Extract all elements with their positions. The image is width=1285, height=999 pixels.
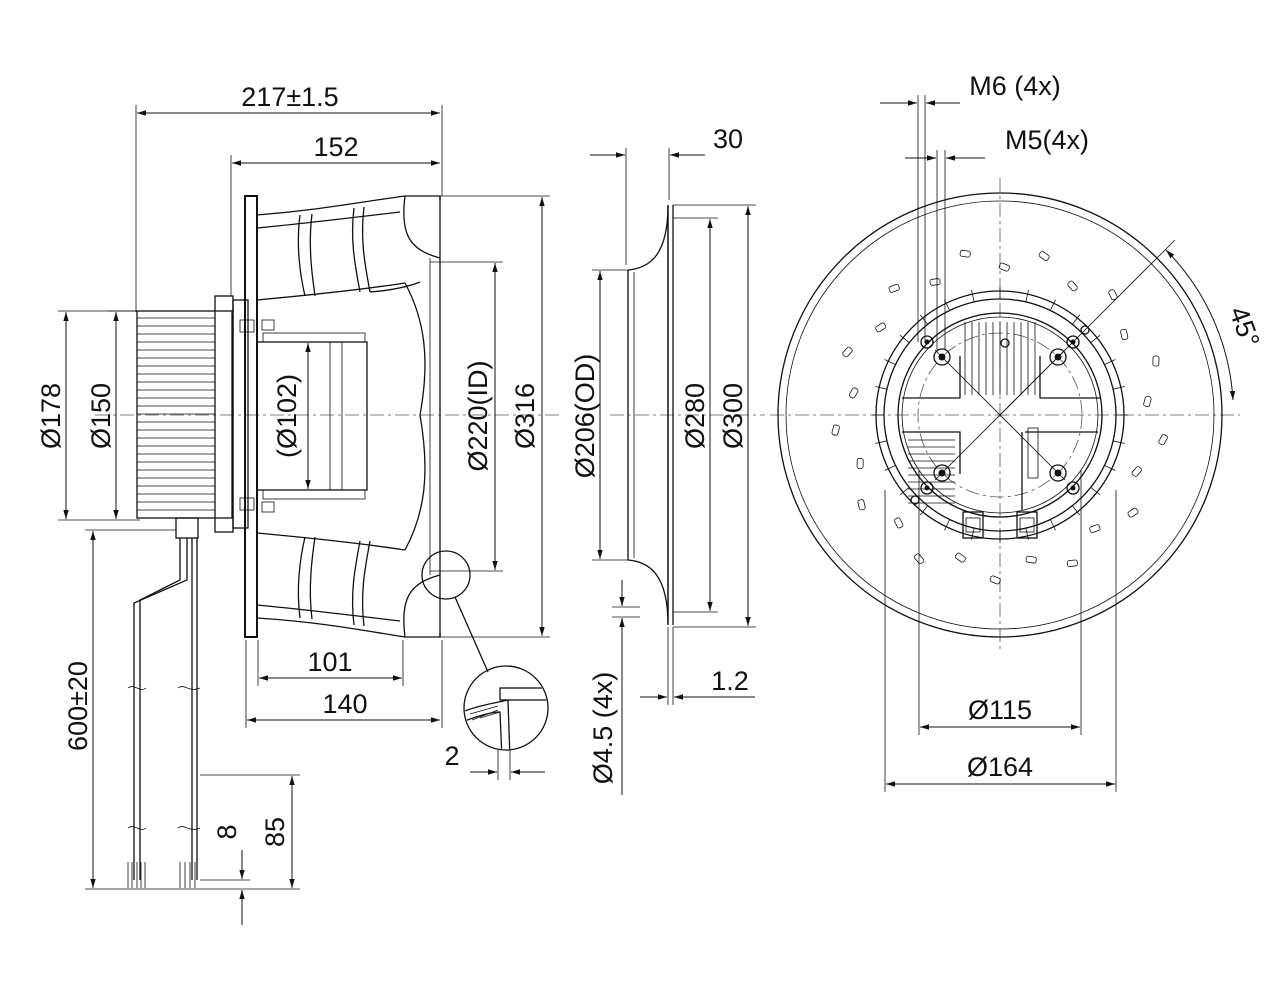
cables bbox=[127, 538, 201, 888]
side-view: 217±1.5 152 101 140 2 Ø178 Ø150 (Ø102) Ø… bbox=[36, 82, 560, 925]
impeller-lower-blades bbox=[256, 414, 441, 638]
label-overall-length: 217±1.5 bbox=[241, 82, 338, 112]
detail-circle bbox=[421, 550, 471, 600]
motor-housing bbox=[136, 295, 249, 539]
bolt-holes bbox=[910, 325, 1090, 505]
label-strip-85: 85 bbox=[260, 817, 290, 847]
label-strip-8: 8 bbox=[212, 824, 242, 839]
flange-ticks bbox=[872, 287, 1128, 543]
label-dia-164: Ø164 bbox=[967, 752, 1033, 782]
label-length-101: 101 bbox=[307, 647, 352, 677]
label-dia-178: Ø178 bbox=[36, 383, 66, 449]
motor-center bbox=[902, 356, 1100, 510]
label-hole-45: Ø4.5 (4x) bbox=[588, 672, 618, 785]
label-dia-102: (Ø102) bbox=[272, 374, 302, 458]
label-thread-m5: M5(4x) bbox=[1005, 125, 1089, 155]
motor-ribs bbox=[908, 322, 1036, 504]
label-length-140: 140 bbox=[322, 689, 367, 719]
label-thread-m6: M6 (4x) bbox=[969, 71, 1061, 101]
rotor bbox=[239, 319, 368, 513]
label-angle-45: 45° bbox=[1223, 303, 1265, 352]
label-dia-220-id: Ø220(ID) bbox=[463, 360, 493, 471]
cable-glands bbox=[962, 511, 1038, 539]
label-dia-150: Ø150 bbox=[86, 383, 116, 449]
label-thickness-12: 1.2 bbox=[711, 666, 749, 696]
label-gap-2: 2 bbox=[444, 741, 459, 771]
label-dia-115: Ø115 bbox=[968, 695, 1032, 725]
label-dia-206-od: Ø206(OD) bbox=[570, 354, 600, 479]
label-dia-300: Ø300 bbox=[718, 383, 748, 449]
impeller-backplate bbox=[244, 195, 258, 638]
outer-shroud bbox=[777, 192, 1223, 638]
label-dia-316: Ø316 bbox=[510, 383, 540, 449]
label-length-152: 152 bbox=[313, 132, 358, 162]
front-view: M6 (4x) M5(4x) 45° Ø115 Ø164 bbox=[770, 71, 1266, 792]
blade-marks bbox=[831, 249, 1168, 585]
inlet-ring-view: 30 Ø206(OD) Ø280 Ø300 Ø4.5 (4x) 1.2 bbox=[570, 124, 765, 795]
side-view-dimensions bbox=[58, 105, 550, 925]
detail-leader bbox=[454, 596, 489, 673]
detail-view bbox=[463, 665, 549, 751]
label-dia-280: Ø280 bbox=[680, 383, 710, 449]
impeller-upper-blades bbox=[256, 195, 441, 416]
label-ring-depth-30: 30 bbox=[713, 124, 743, 154]
label-cable-length: 600±20 bbox=[63, 661, 93, 751]
